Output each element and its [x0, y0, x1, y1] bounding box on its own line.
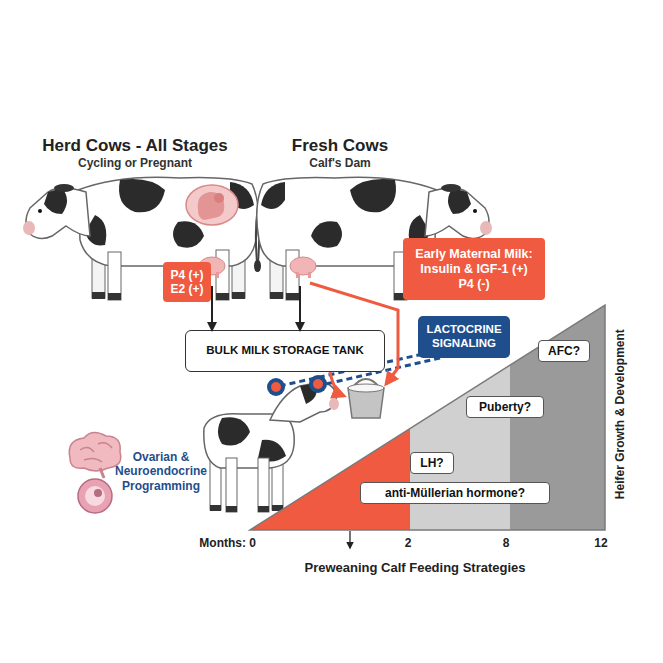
flow-arrow	[299, 286, 301, 330]
programming-label: Ovarian & Neuroendocrine Programming	[112, 450, 210, 493]
outcome-label: LH?	[420, 456, 443, 470]
group-subtitle: Cycling or Pregnant	[78, 156, 192, 170]
box-label: BULK MILK STORAGE TANK	[206, 344, 363, 358]
flow-arrow	[211, 286, 213, 330]
group-heading: Fresh Cows	[292, 136, 388, 156]
outcome-box: anti-Müllerian hormone?	[360, 482, 550, 504]
axis-tick: 12	[586, 536, 616, 550]
milk-hormone-box: Early Maternal Milk:Insulin & IGF-1 (+)P…	[403, 238, 545, 300]
group-heading: Herd Cows - All Stages	[42, 136, 227, 156]
outcome-box: Puberty?	[466, 396, 544, 418]
outcome-label: AFC?	[548, 344, 580, 358]
hormone-text: Insulin & IGF-1 (+)	[420, 262, 527, 277]
axis-title: Heifer Growth & Development	[613, 294, 627, 534]
storage-tank-box: BULK MILK STORAGE TANK	[185, 330, 385, 372]
axis-title: Preweaning Calf Feeding Strategies	[255, 560, 575, 576]
outcome-label: anti-Müllerian hormone?	[385, 486, 525, 500]
axis-tick: 8	[491, 536, 521, 550]
signaling-box: LACTOCRINE SIGNALING	[418, 316, 510, 358]
outcome-box: LH?	[410, 452, 454, 474]
axis-tick: 2	[393, 536, 423, 550]
axis-tick: Months: 0	[176, 536, 256, 550]
fresh-cow: Fresh CowsCalf's DamEarly Maternal Milk:…	[270, 136, 410, 286]
hormone-text: P4 (+)	[170, 268, 203, 282]
box-label: LACTOCRINE SIGNALING	[418, 323, 510, 351]
outcome-box: AFC?	[538, 340, 590, 362]
box-heading: Early Maternal Milk:	[415, 247, 532, 262]
hormone-text: E2 (+)	[170, 282, 203, 296]
hormone-text: P4 (-)	[458, 277, 489, 292]
herd-cow: Herd Cows - All StagesCycling or Pregnan…	[15, 136, 255, 286]
outcome-label: Puberty?	[479, 400, 531, 414]
hormone-box: P4 (+)E2 (+)	[163, 262, 211, 302]
group-subtitle: Calf's Dam	[309, 156, 371, 170]
